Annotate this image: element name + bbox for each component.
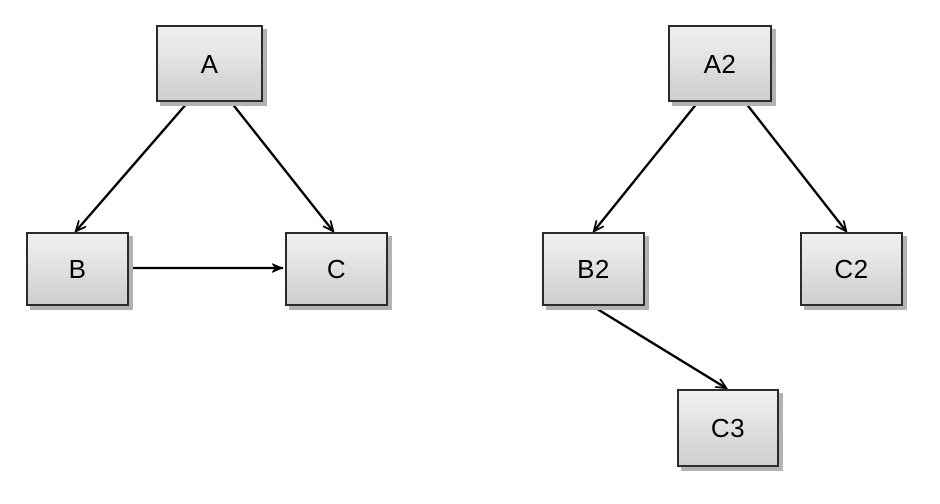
node-b[interactable]: B xyxy=(26,232,129,306)
edge-a2-to-b2[interactable] xyxy=(594,101,699,231)
edge-b2-to-c3[interactable] xyxy=(593,305,726,388)
node-a-label: A xyxy=(200,48,219,79)
node-b-label: B xyxy=(68,254,87,284)
node-a[interactable]: A xyxy=(156,25,263,102)
node-c-label: C xyxy=(326,254,347,284)
edge-a-to-b[interactable] xyxy=(76,101,189,231)
node-c2[interactable]: C2 xyxy=(800,232,903,306)
node-c2-label: C2 xyxy=(834,254,869,284)
edges-group xyxy=(76,101,846,388)
node-c3[interactable]: C3 xyxy=(677,389,779,467)
edge-a2-to-c2[interactable] xyxy=(744,101,846,231)
node-a2[interactable]: A2 xyxy=(668,25,772,102)
node-c3-label: C3 xyxy=(710,413,746,443)
node-c[interactable]: C xyxy=(285,232,388,306)
node-b2-label: B2 xyxy=(577,254,610,284)
node-a2-label: A2 xyxy=(703,48,737,79)
edge-a-to-c[interactable] xyxy=(230,101,333,231)
node-b2[interactable]: B2 xyxy=(542,232,645,306)
